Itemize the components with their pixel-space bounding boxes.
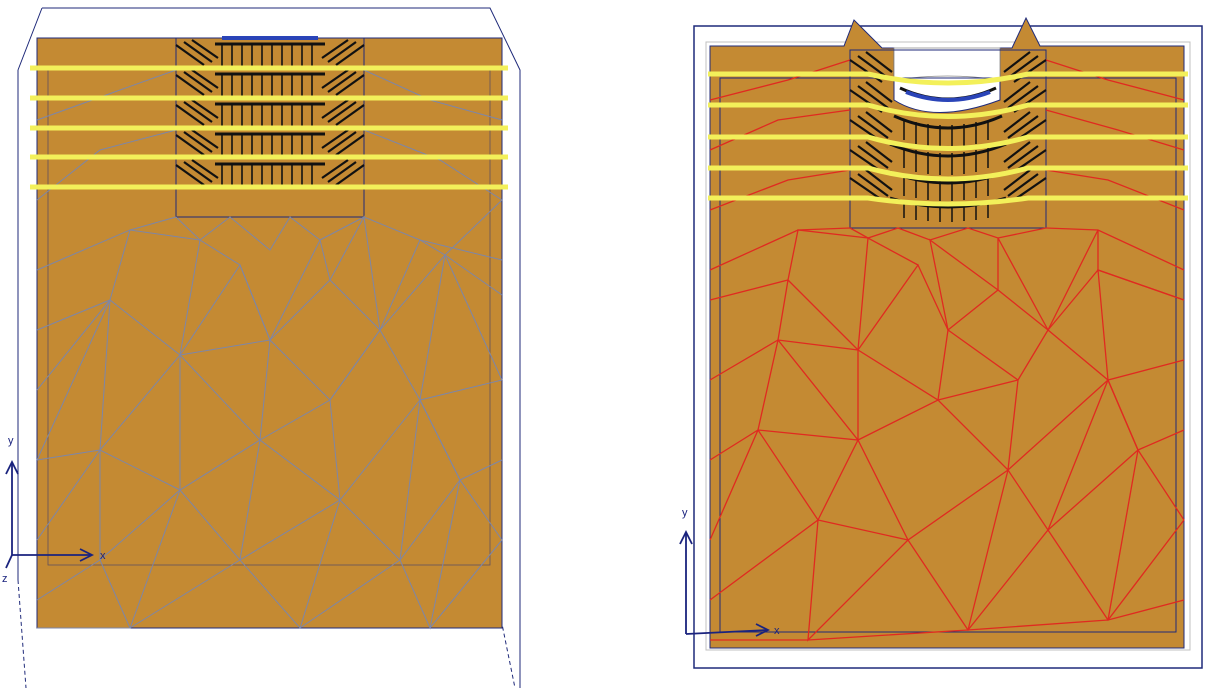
y-axis-label: y <box>682 507 688 519</box>
finite-element-mesh <box>36 69 503 630</box>
axis-triad <box>679 529 771 637</box>
axis-triad <box>5 459 95 569</box>
geogrid-layer <box>708 195 1188 207</box>
inner-boundary <box>719 77 1177 633</box>
geogrid-layers-deformed <box>708 71 1188 207</box>
excavation-void <box>893 47 1001 81</box>
undeformed-mesh-panel: y x z <box>0 0 530 689</box>
y-axis-label: y <box>8 435 14 447</box>
soil-nail-array <box>175 39 365 188</box>
x-axis-arrow <box>685 629 769 635</box>
z-axis-arrow <box>5 554 13 569</box>
geogrid-layer <box>708 134 1188 151</box>
geogrid-layers <box>30 65 508 190</box>
x-axis-label: x <box>774 625 780 637</box>
x-axis-label: x <box>100 550 106 562</box>
geogrid-layer <box>708 71 1188 86</box>
deformed-mesh-drawing: y x <box>679 16 1203 669</box>
z-axis-label: z <box>2 573 8 585</box>
deformed-finite-element-mesh <box>709 59 1185 642</box>
geogrid-layer <box>708 102 1188 119</box>
deformed-mesh-panel: y x <box>668 0 1214 688</box>
inner-frame <box>705 41 1191 651</box>
geogrid-layer <box>708 165 1188 182</box>
soil-body <box>36 37 503 629</box>
soil-nail-array-deformed <box>849 51 1047 222</box>
facing-plate-deformed <box>905 90 991 102</box>
undeformed-mesh-drawing: y x z <box>2 7 521 689</box>
